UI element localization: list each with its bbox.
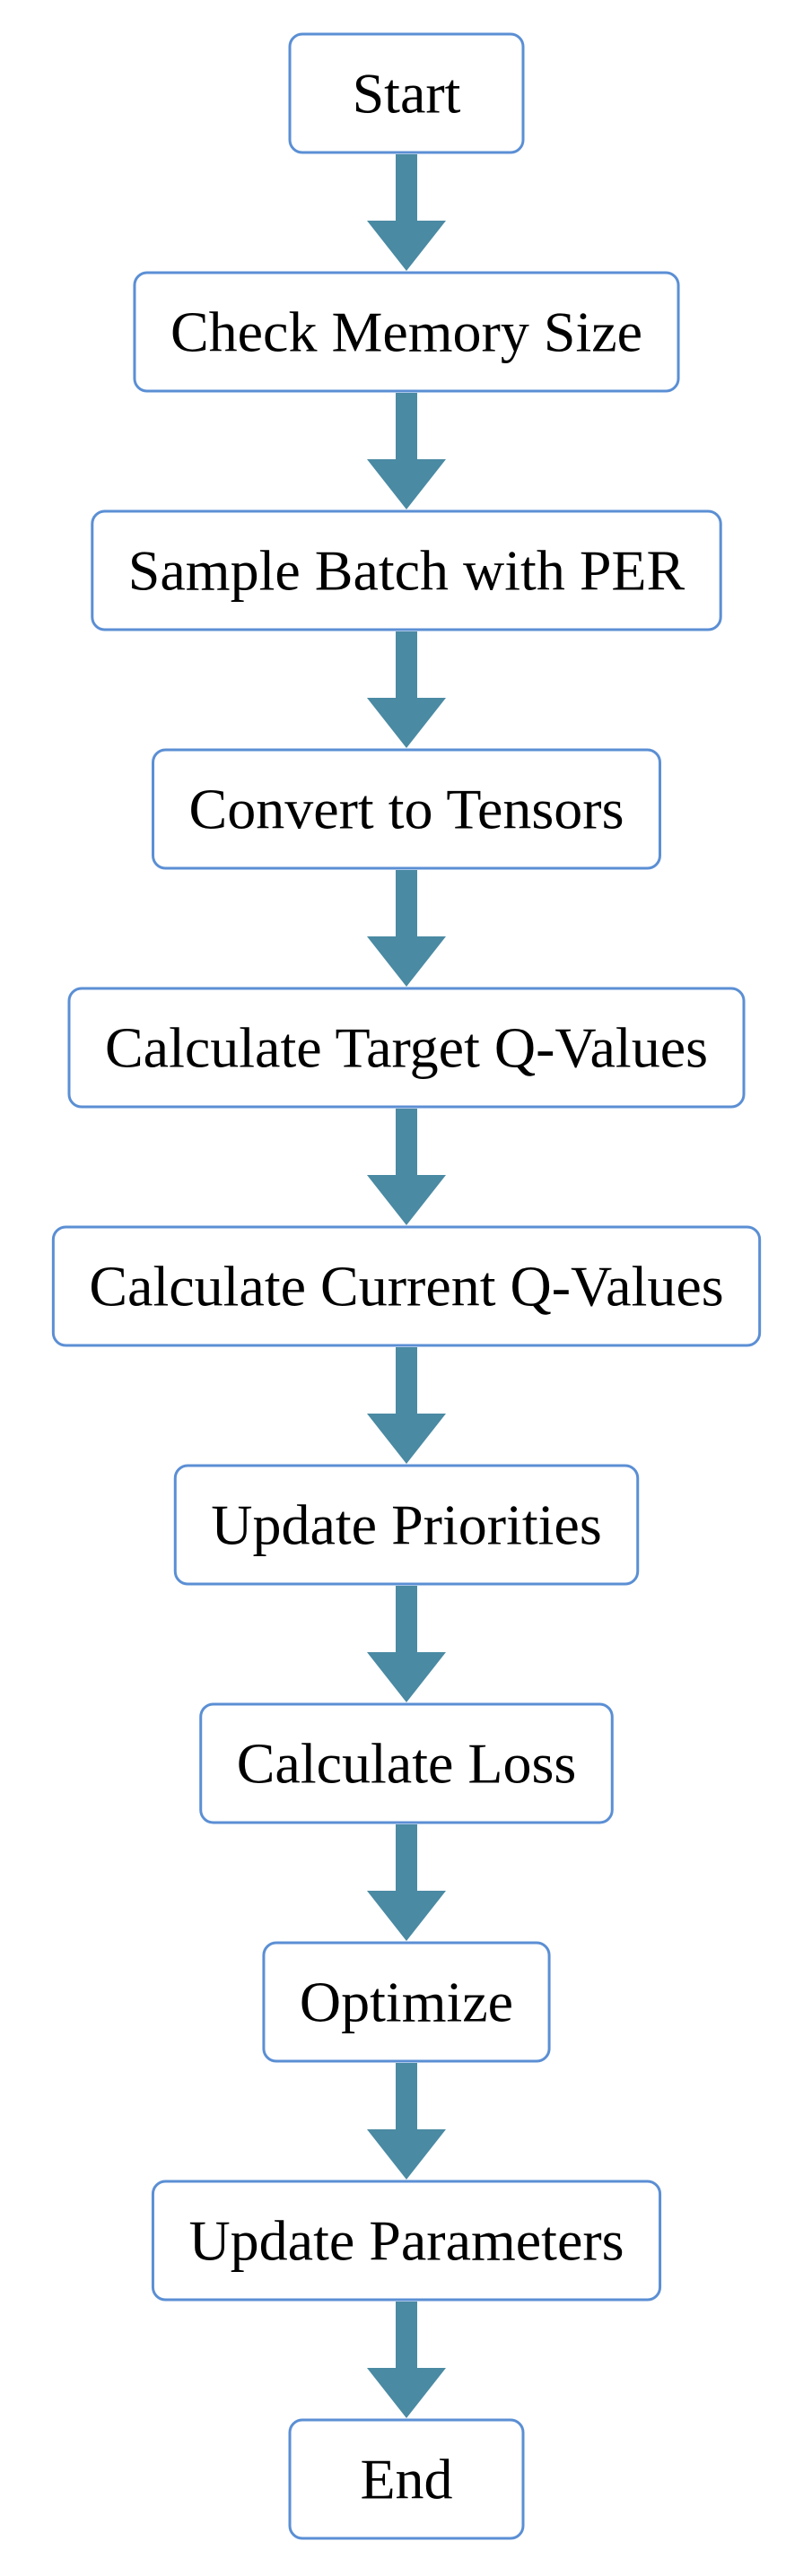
node-box [91, 509, 722, 631]
node-box [262, 1941, 551, 2063]
arrow-calculate-loss-to-optimize [367, 1824, 446, 1941]
arrow-optimize-to-update-parameters [367, 2063, 446, 2180]
node-sample-batch-with-per: Sample Batch with PER [91, 509, 722, 631]
node-start: Start [288, 32, 525, 154]
node-box [173, 1464, 640, 1586]
node-label: Calculate Current Q-Values [89, 1255, 723, 1318]
arrow-convert-to-tensors-to-calculate-target-q-values [367, 870, 446, 987]
node-calculate-loss: Calculate Loss [199, 1702, 614, 1824]
node-box [199, 1702, 614, 1824]
node-label: Convert to Tensors [189, 778, 624, 841]
node-label: Update Priorities [211, 1493, 601, 1557]
node-label: End [360, 2448, 452, 2511]
node-update-parameters: Update Parameters [151, 2180, 662, 2302]
node-box [151, 2180, 662, 2302]
flowchart-edges [367, 154, 446, 2418]
node-calculate-target-q-values: Calculate Target Q-Values [67, 987, 746, 1109]
node-box [288, 32, 525, 154]
node-label: Sample Batch with PER [128, 539, 685, 603]
arrow-check-memory-size-to-sample-batch-with-per [367, 393, 446, 509]
node-end: End [288, 2418, 525, 2540]
node-box [51, 1225, 762, 1347]
node-box [67, 987, 746, 1109]
node-box [152, 748, 661, 870]
arrow-update-priorities-to-calculate-loss [367, 1586, 446, 1702]
node-label: Check Memory Size [170, 300, 642, 364]
arrow-start-to-check-memory-size [367, 154, 446, 271]
node-calculate-current-q-values: Calculate Current Q-Values [51, 1225, 762, 1347]
node-check-memory-size: Check Memory Size [133, 271, 680, 393]
node-convert-to-tensors: Convert to Tensors [152, 748, 661, 870]
node-label: Update Parameters [188, 2209, 624, 2273]
arrow-calculate-current-q-values-to-update-priorities [367, 1347, 446, 1464]
node-label: Start [353, 62, 461, 126]
node-box [133, 271, 680, 393]
arrow-calculate-target-q-values-to-calculate-current-q-values [367, 1109, 446, 1225]
node-label: Optimize [300, 1971, 513, 2034]
node-box [288, 2418, 525, 2540]
arrow-update-parameters-to-end [367, 2302, 446, 2418]
node-optimize: Optimize [262, 1941, 551, 2063]
node-update-priorities: Update Priorities [173, 1464, 640, 1586]
arrow-sample-batch-with-per-to-convert-to-tensors [367, 631, 446, 748]
node-label: Calculate Loss [237, 1732, 577, 1796]
node-label: Calculate Target Q-Values [105, 1016, 708, 1080]
